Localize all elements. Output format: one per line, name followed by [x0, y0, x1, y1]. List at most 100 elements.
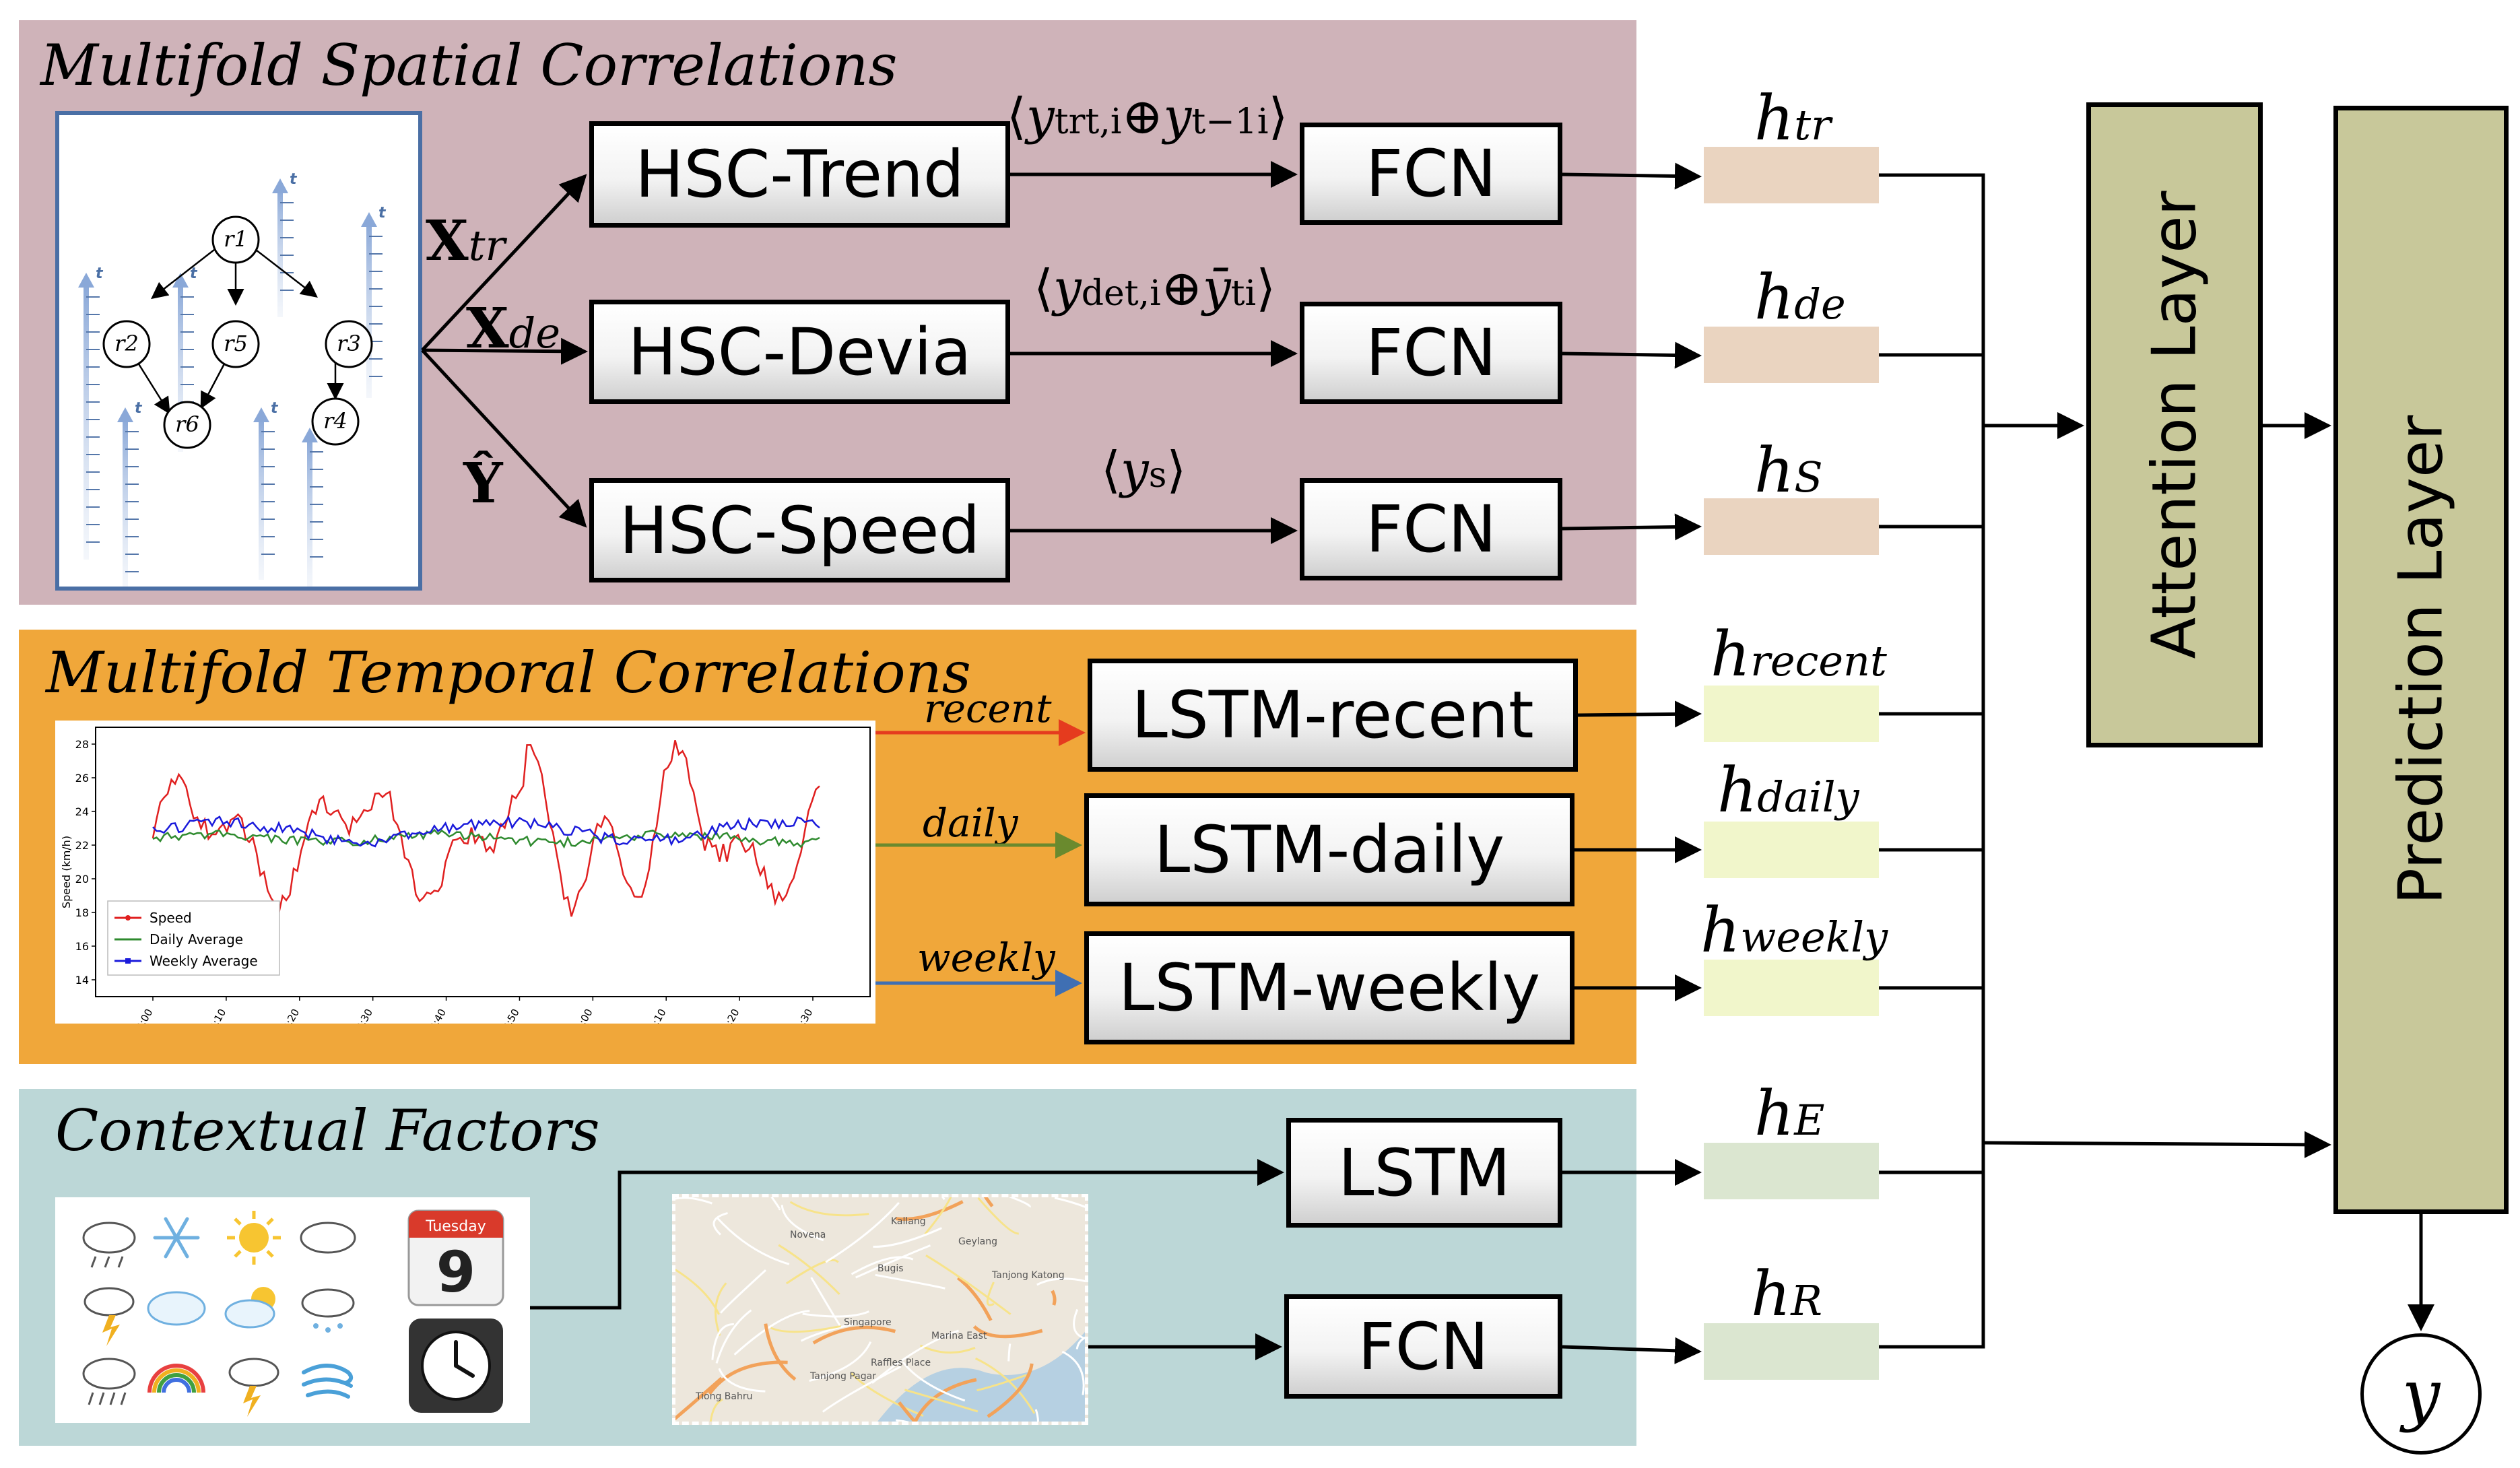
- fcn-devia-box[interactable]: FCN: [1300, 302, 1562, 404]
- rainbow-icon: [147, 1364, 205, 1393]
- spatial-title: Multifold Spatial Correlations: [40, 32, 898, 98]
- x-tick-label: 10:40: [424, 1007, 449, 1024]
- prediction-layer-box[interactable]: Prediction Layer: [2333, 106, 2509, 1214]
- x-tick-label: 11:00: [570, 1007, 595, 1024]
- context-title: Contextual Factors: [55, 1098, 600, 1164]
- time-axis-label: t: [378, 205, 387, 222]
- map-road: [1007, 1343, 1012, 1362]
- y-tick-label: 22: [75, 839, 89, 852]
- map-road: [976, 1374, 1027, 1392]
- time-axis: t: [117, 400, 143, 587]
- graph-node-r5: r5: [211, 320, 260, 368]
- input-y-hat: Ŷ: [463, 451, 503, 516]
- fcn-speed-box[interactable]: FCN: [1300, 478, 1562, 580]
- lstm-weekly-box[interactable]: LSTM-weekly: [1084, 931, 1574, 1044]
- calendar-day: Tuesday: [425, 1218, 486, 1235]
- map-place-label: Marina East: [931, 1331, 987, 1341]
- time-axis: t: [361, 205, 387, 398]
- map-road: [919, 1344, 976, 1354]
- map-place-label: Tanjong Pagar: [809, 1371, 876, 1382]
- y-tick-label: 16: [75, 940, 89, 953]
- formula-devia: ⟨ydet,i⊕ȳti⟩: [1034, 259, 1276, 317]
- input-x-trend: Xtr: [426, 209, 506, 273]
- y-tick-label: 24: [75, 805, 89, 818]
- wind-icon: [302, 1364, 354, 1399]
- time-axis: t: [272, 171, 298, 317]
- h-weekly-bar: [1704, 960, 1879, 1016]
- rain-cloud-icon: [82, 1222, 136, 1268]
- map-road: [1075, 1336, 1085, 1349]
- map-place-label: Kallang: [891, 1216, 926, 1227]
- h-daily-bar: [1704, 822, 1879, 878]
- y-tick-label: 18: [75, 906, 89, 919]
- calendar-date: 9: [436, 1239, 475, 1305]
- attention-layer-box[interactable]: Attention Layer: [2086, 102, 2263, 747]
- drizzle-cloud-icon: [301, 1288, 355, 1333]
- map-road: [913, 1378, 977, 1422]
- graph-node-label: r3: [337, 331, 361, 356]
- map-road: [902, 1361, 966, 1402]
- map-road: [972, 1325, 1043, 1339]
- lstm-context-box[interactable]: LSTM: [1286, 1118, 1562, 1228]
- output-node[interactable]: y: [2360, 1333, 2482, 1455]
- hsc-trend-box[interactable]: HSC-Trend: [589, 121, 1010, 228]
- map-road: [764, 1323, 797, 1381]
- map-road: [718, 1368, 766, 1393]
- y-tick-label: 20: [75, 873, 89, 886]
- x-tick-label: 10:30: [350, 1007, 375, 1024]
- fcn-trend-box[interactable]: FCN: [1300, 123, 1562, 225]
- temporal-title: Multifold Temporal Correlations: [46, 640, 971, 706]
- map-road: [904, 1389, 979, 1413]
- prediction-layer-label: Prediction Layer: [2385, 415, 2457, 905]
- h-daily-label: hdaily: [1717, 754, 1859, 826]
- map-place-label: Bugis: [877, 1263, 904, 1274]
- y-tick-label: 28: [75, 738, 89, 751]
- lstm-daily-box[interactable]: LSTM-daily: [1084, 793, 1574, 906]
- formula-speed: ⟨ys⟩: [1101, 441, 1187, 499]
- graph-node-r2: r2: [102, 320, 151, 368]
- h-tr-label: htr: [1754, 82, 1831, 154]
- output-label: y: [2401, 1354, 2441, 1434]
- time-axis-label: t: [290, 171, 298, 188]
- time-axis-label: t: [190, 265, 198, 282]
- x-tick-label: 10:20: [277, 1007, 302, 1024]
- map-road: [733, 1310, 810, 1356]
- x-tick-label: 10:10: [203, 1007, 228, 1024]
- legend-weekly: Weekly Average: [150, 953, 258, 969]
- input-x-devia: Xde: [466, 296, 561, 361]
- graph-node-label: r1: [224, 226, 248, 252]
- h-e-bar: [1704, 1143, 1879, 1199]
- h-tr-bar: [1704, 147, 1879, 203]
- h-de-bar: [1704, 327, 1879, 383]
- graph-node-r6: r6: [163, 401, 211, 449]
- map-road: [1073, 1308, 1084, 1339]
- time-axis-label: t: [96, 265, 104, 282]
- plot-legend: Speed Daily Average Weekly Average: [107, 900, 280, 976]
- fcn-context-box[interactable]: FCN: [1284, 1294, 1562, 1399]
- map-place-label: Tiong Bahru: [695, 1391, 752, 1402]
- graph-node-label: r5: [224, 331, 248, 356]
- h-de-label: hde: [1754, 261, 1846, 333]
- x-tick-label: 11:10: [643, 1007, 668, 1024]
- h-recent-label: hrecent: [1711, 618, 1887, 690]
- map-road: [802, 1310, 870, 1318]
- map-road: [850, 1372, 924, 1417]
- attention-layer-label: Attention Layer: [2139, 191, 2210, 659]
- map-road: [812, 1325, 896, 1345]
- map-place-label: Raffles Place: [871, 1358, 931, 1368]
- lightning-cloud-icon: [84, 1287, 135, 1346]
- label-daily: daily: [923, 800, 1018, 846]
- plot-ylabel: Speed (km/h): [60, 836, 73, 908]
- graph-node-label: r2: [114, 331, 139, 356]
- hsc-speed-box[interactable]: HSC-Speed: [589, 478, 1010, 582]
- label-recent: recent: [924, 686, 1052, 731]
- map-place-label: Tanjong Katong: [991, 1270, 1065, 1281]
- hsc-devia-box[interactable]: HSC-Devia: [589, 300, 1010, 404]
- y-tick-label: 26: [75, 772, 89, 785]
- lstm-recent-box[interactable]: LSTM-recent: [1088, 659, 1578, 772]
- x-tick-label: 10:50: [497, 1007, 522, 1024]
- formula-trend: ⟨ytrt,i⊕yt−1i⟩: [1007, 88, 1288, 145]
